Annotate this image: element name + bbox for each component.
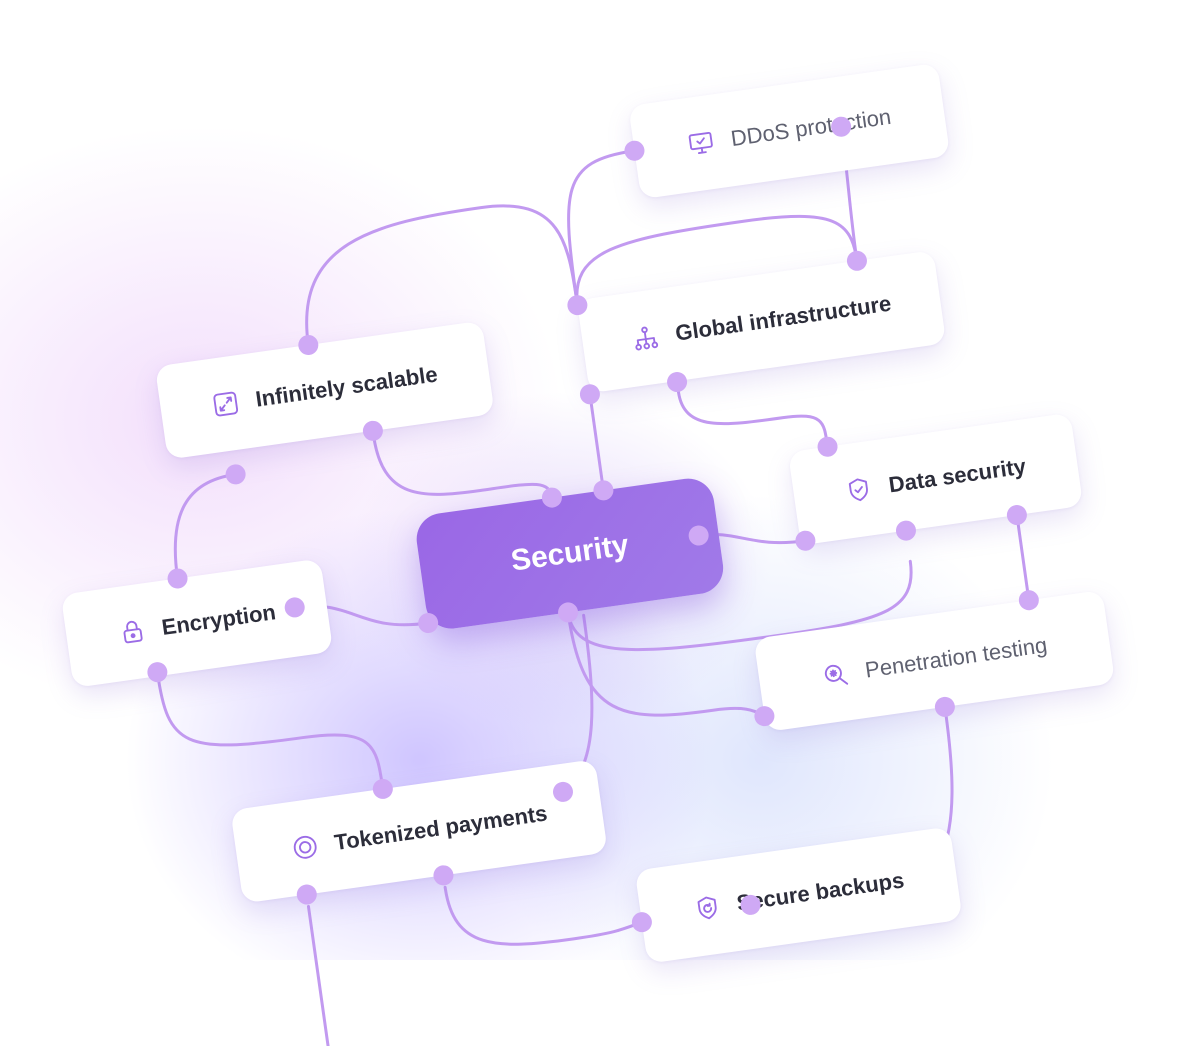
lock-icon bbox=[123, 620, 143, 644]
port-dot bbox=[846, 250, 867, 271]
port-dot bbox=[147, 662, 168, 683]
port-dot bbox=[624, 140, 645, 161]
connector-tokenized-backups bbox=[443, 885, 644, 946]
node-encryption: Encryption bbox=[60, 558, 334, 688]
port-dot bbox=[567, 295, 588, 316]
port-dot bbox=[418, 613, 439, 634]
connector-encryption-scalable bbox=[173, 472, 238, 580]
node-ddos-protection: DDoS protection bbox=[628, 62, 951, 200]
connector-global-datasec bbox=[676, 390, 829, 446]
port-dot bbox=[631, 912, 652, 933]
port-dot bbox=[579, 384, 600, 405]
port-dot bbox=[296, 884, 317, 905]
monitor-check-icon bbox=[688, 131, 714, 154]
port-dot bbox=[558, 602, 579, 623]
connector-global-ddos bbox=[567, 149, 636, 307]
port-dot bbox=[740, 894, 761, 915]
port-dot bbox=[593, 480, 614, 501]
port-dot bbox=[817, 436, 838, 457]
shield-check-icon bbox=[849, 478, 869, 502]
port-dot bbox=[552, 781, 573, 802]
connector-scalable-center bbox=[371, 433, 554, 500]
port-dot bbox=[225, 464, 246, 485]
port-dot bbox=[541, 487, 562, 508]
port-dot bbox=[1018, 590, 1039, 611]
port-dot bbox=[667, 372, 688, 393]
port-dot bbox=[284, 597, 305, 618]
expand-arrows-icon bbox=[213, 391, 239, 417]
connector-encryption-tokenized bbox=[155, 670, 385, 789]
connector-center-pentest bbox=[566, 610, 766, 718]
port-dot bbox=[754, 706, 775, 727]
port-dot bbox=[795, 530, 816, 551]
network-hierarchy-icon bbox=[635, 326, 659, 351]
node-tokenized-payments: Tokenized payments bbox=[230, 759, 608, 904]
node-infinitely-scalable: Infinitely scalable bbox=[154, 320, 495, 460]
node-global-infrastructure: Global infrastructure bbox=[576, 250, 947, 394]
port-dot bbox=[298, 334, 319, 355]
shield-refresh-icon bbox=[697, 896, 717, 920]
search-bug-icon bbox=[825, 664, 849, 685]
port-dot bbox=[688, 525, 709, 546]
connector-scalable-global bbox=[305, 204, 579, 347]
port-dot bbox=[934, 696, 955, 717]
node-penetration-testing: Penetration testing bbox=[753, 589, 1116, 732]
port-dot bbox=[372, 778, 393, 799]
port-dot bbox=[362, 420, 383, 441]
node-data-security: Data security bbox=[787, 412, 1084, 546]
node-secure-backups: Secure backups bbox=[634, 826, 963, 964]
port-dot bbox=[167, 568, 188, 589]
port-dot bbox=[433, 865, 454, 886]
coin-icon bbox=[293, 835, 317, 859]
port-dot bbox=[1006, 505, 1027, 526]
security-feature-diagram: DDoS protection Global infrastructure In… bbox=[123, 103, 1049, 1046]
port-dot bbox=[895, 520, 916, 541]
connector-global-bridge bbox=[575, 214, 859, 309]
port-dot bbox=[831, 116, 852, 137]
